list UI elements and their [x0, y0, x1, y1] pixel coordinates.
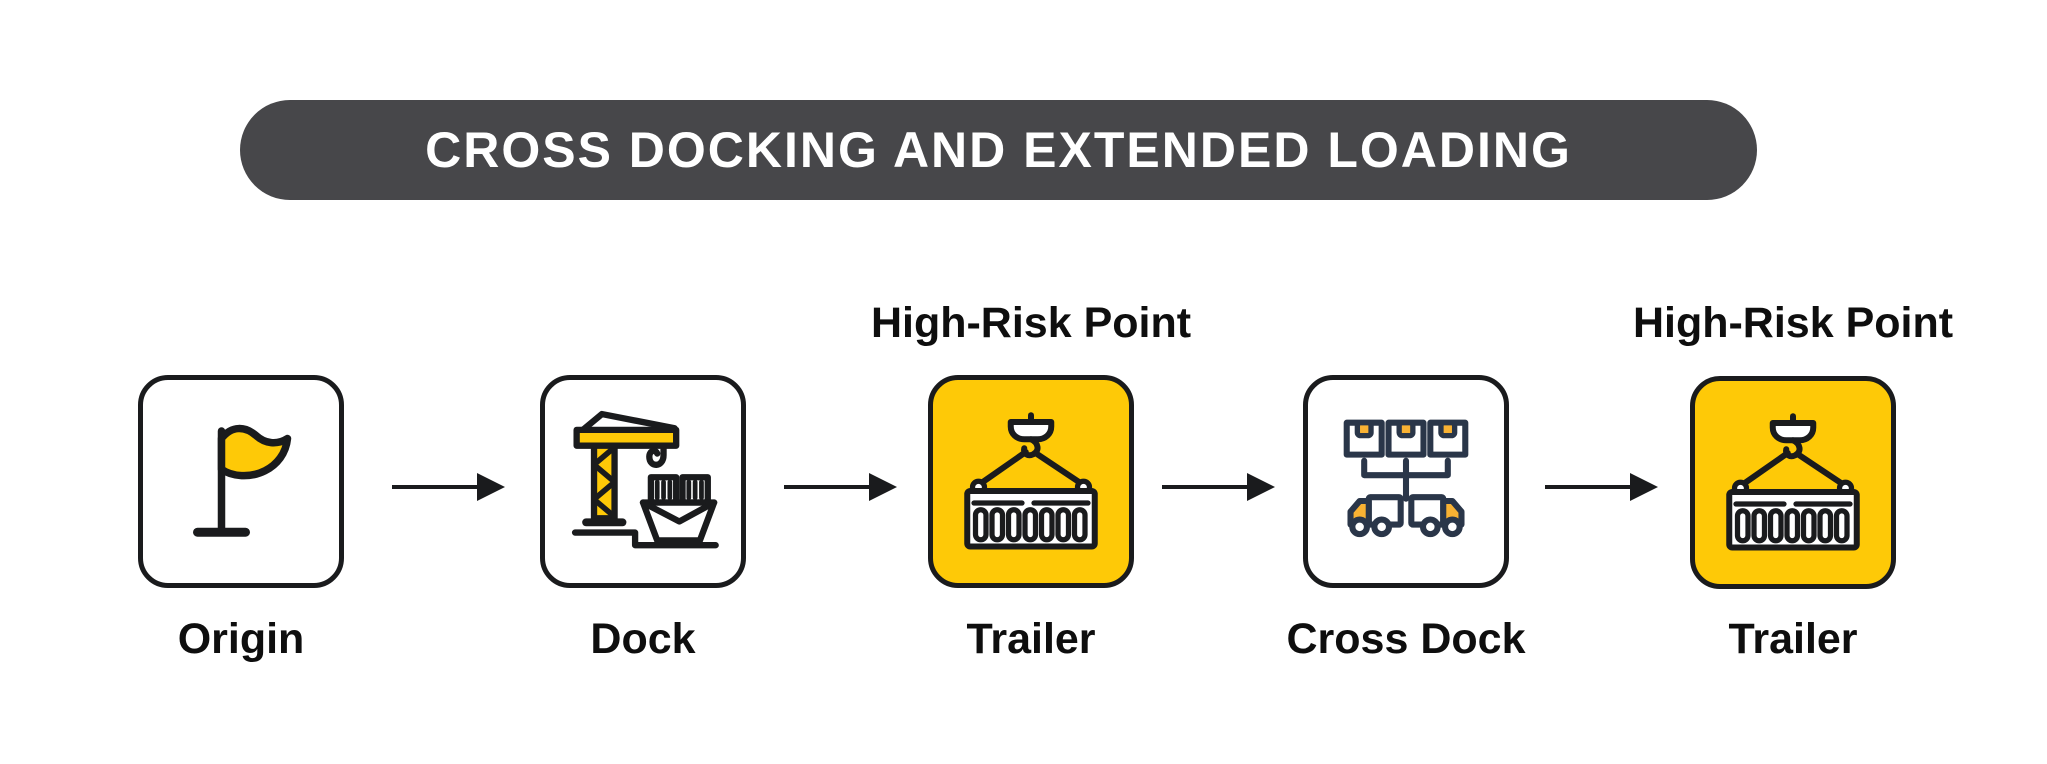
node-label-origin: Origin [177, 615, 305, 663]
flow-arrow-4 [1545, 473, 1658, 501]
node-cross-dock [1303, 375, 1509, 588]
node-label-dock: Dock [590, 615, 696, 663]
node-label-cross-dock: Cross Dock [1286, 615, 1526, 663]
boxes-trucks-icon [1343, 419, 1469, 537]
node-dock [540, 375, 746, 588]
flow-arrow-1 [392, 473, 505, 501]
hanging-container-icon [964, 411, 1098, 549]
diagram-title: CROSS DOCKING AND EXTENDED LOADING [425, 122, 1572, 178]
crane-ship-icon [571, 410, 719, 548]
flow-arrow-2 [784, 473, 897, 501]
high-risk-label-trailer-1: High-Risk Point [870, 299, 1192, 347]
title-banner: CROSS DOCKING AND EXTENDED LOADING [240, 100, 1757, 200]
flow-arrow-3 [1162, 473, 1275, 501]
hanging-container-icon [1726, 412, 1860, 550]
high-risk-label-trailer-2: High-Risk Point [1632, 299, 1954, 347]
node-label-trailer-1: Trailer [966, 615, 1096, 663]
node-trailer-1 [928, 375, 1134, 588]
node-trailer-2 [1690, 376, 1896, 589]
node-label-trailer-2: Trailer [1728, 615, 1858, 663]
flag-icon [193, 424, 292, 537]
node-origin [138, 375, 344, 588]
